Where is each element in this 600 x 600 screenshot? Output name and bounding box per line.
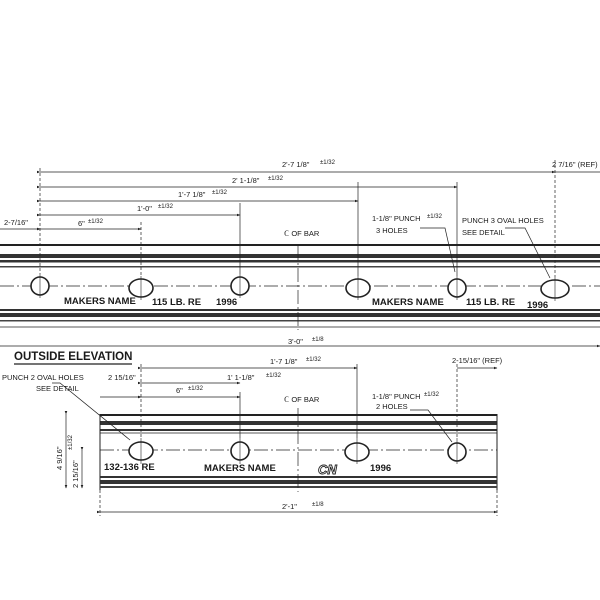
svg-text:CN: CN [318,462,337,477]
upper-centerline-label: ℂ OF BAR [284,229,320,238]
svg-text:±1/32: ±1/32 [424,392,440,398]
upper-joint-bar: MAKERS NAME 115 LB. RE 1996 MAKERS NAME … [0,244,600,328]
lower-dimension-text: 1'-7 1/8" ±1/32 1' 1-1/8" ±1/32 6" ±1/32… [2,356,503,511]
upper-dim-ref: 2 7/16" (REF) [552,160,598,169]
svg-text:±1/32: ±1/32 [68,434,74,450]
upper-marking-makers-name-2: MAKERS NAME [372,297,444,308]
lower-dim-1-1-1-8: 1' 1-1/8" [227,373,255,382]
upper-marking-weight-1: 115 LB. RE [152,297,201,308]
upper-dim-left-edge: 2-7/16" [4,218,28,227]
upper-marking-year-1: 1996 [216,297,237,308]
svg-text:±1/32: ±1/32 [320,160,336,166]
section-title: OUTSIDE ELEVATION [14,351,132,363]
svg-text:±1/8: ±1/8 [312,502,324,508]
lower-marking-weight: 132-136 RE [104,462,155,473]
svg-text:±1/32: ±1/32 [88,219,104,225]
upper-dimension-text: 2'-7 1/8" ±1/32 2' 1-1/8" ±1/32 1'-7 1/8… [4,160,598,346]
lower-joint-bar: 132-136 RE MAKERS NAME CN 1996 [99,414,498,490]
lower-marking-makers-name: MAKERS NAME [204,463,276,474]
svg-text:±1/32: ±1/32 [212,190,228,196]
lower-dim-height-2: 2 15/16" [71,460,80,488]
lower-dim-height-1: 4 9/16" [55,446,64,470]
upper-dim-6: 6" [78,219,85,228]
svg-text:±1/8: ±1/8 [312,337,324,343]
upper-marking-year-2: 1996 [527,300,548,311]
upper-punch-oval-label: PUNCH 3 OVAL HOLES [462,216,544,225]
upper-punch-round-label: 1-1/8" PUNCH [372,214,421,223]
svg-text:±1/32: ±1/32 [266,373,282,379]
upper-punch-oval-detail: SEE DETAIL [462,228,505,237]
lower-punch-round-count: 2 HOLES [376,402,408,411]
upper-dim-overall: 3'-0" [288,337,303,346]
upper-dim-1-0: 1'-0" [137,204,152,213]
svg-text:±1/32: ±1/32 [158,204,174,210]
lower-dim-overall: 2'-1" [282,502,297,511]
lower-dim-left: 2 15/16" [108,373,136,382]
lower-centerline-label: ℂ OF BAR [284,395,320,404]
upper-punch-round-count: 3 HOLES [376,226,408,235]
lower-punch-oval-detail: SEE DETAIL [36,384,79,393]
svg-text:±1/32: ±1/32 [306,357,322,363]
lower-marking-year: 1996 [370,463,391,474]
lower-punch-oval-label: PUNCH 2 OVAL HOLES [2,373,84,382]
upper-marking-weight-2: 115 LB. RE [466,297,515,308]
cn-logo: CN [318,462,338,478]
lower-punch-round-label: 1-1/8" PUNCH [372,392,421,401]
upper-dim-2-7-1-8: 2'-7 1/8" [282,160,310,169]
svg-text:±1/32: ±1/32 [188,386,204,392]
svg-text:±1/32: ±1/32 [427,214,443,220]
upper-marking-makers-name-1: MAKERS NAME [64,296,136,307]
upper-dim-1-7-1-8: 1'-7 1/8" [178,190,206,199]
lower-dim-6: 6" [176,386,183,395]
upper-dim-2-1-1-8: 2' 1-1/8" [232,176,260,185]
lower-dim-ref: 2-15/16" (REF) [452,356,503,365]
upper-dimensions [0,160,600,348]
svg-text:±1/32: ±1/32 [268,176,284,182]
lower-dimensions [52,364,498,516]
lower-dim-1-7-1-8: 1'-7 1/8" [270,357,298,366]
